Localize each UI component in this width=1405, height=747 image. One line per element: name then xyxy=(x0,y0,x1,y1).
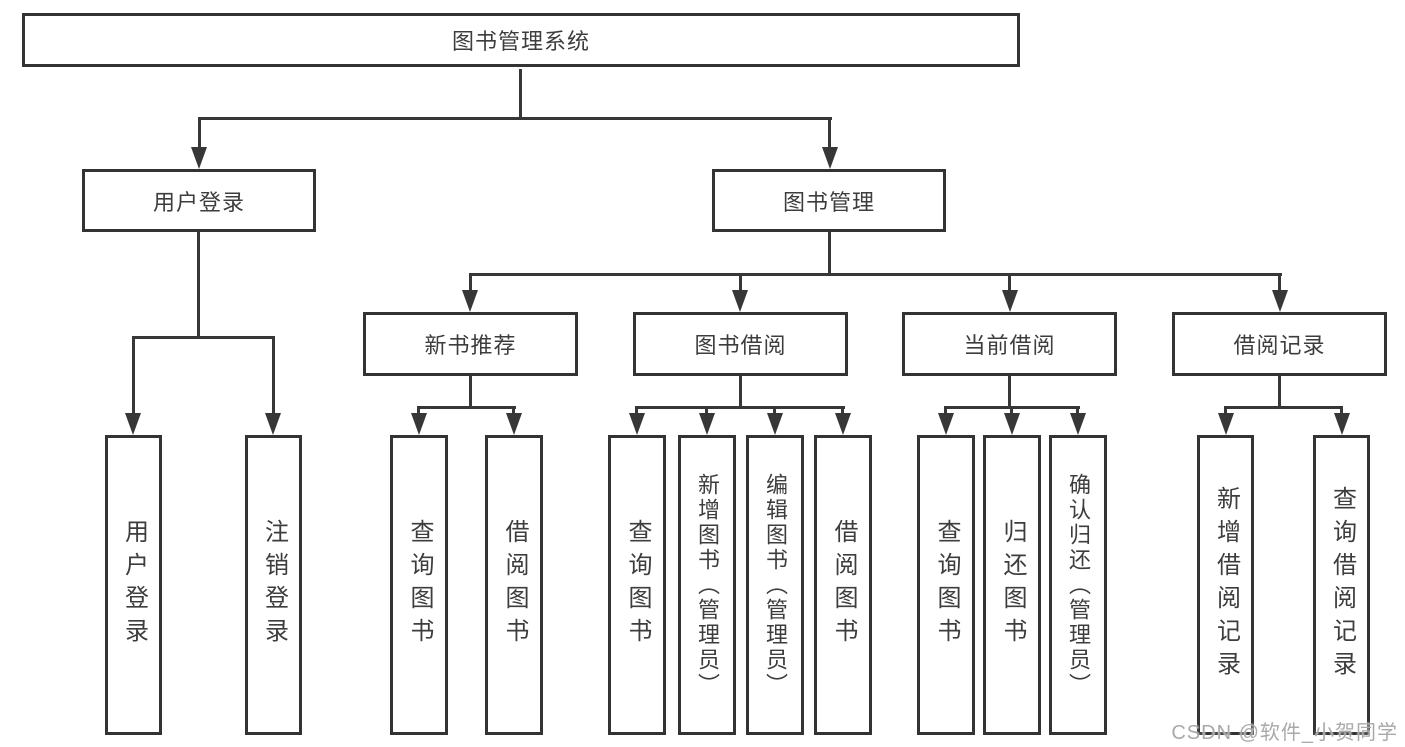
leaf-borrow-books: 借阅图书 xyxy=(814,435,872,735)
connector-line xyxy=(272,336,275,414)
leaf-query-books: 查询图书 xyxy=(917,435,975,735)
node-current-borrow: 当前借阅 xyxy=(902,312,1117,376)
connector-line xyxy=(1008,376,1011,409)
leaf-query-books: 查询图书 xyxy=(390,435,448,735)
connector-line xyxy=(1008,273,1011,292)
connector-line xyxy=(1224,406,1343,409)
connector-line xyxy=(198,117,201,149)
arrow-down-icon xyxy=(1272,290,1288,312)
node-label: 图书管理 xyxy=(782,189,875,215)
leaf-return-books: 归还图书 xyxy=(983,435,1041,735)
node-label: 查询借阅记录 xyxy=(1328,486,1356,684)
connector-line xyxy=(739,273,742,292)
csdn-watermark: CSDN @软件_小贺同学 xyxy=(1171,722,1398,744)
connector-line xyxy=(636,406,845,409)
node-label: 查询图书 xyxy=(406,519,433,651)
node-label: 注销登录 xyxy=(260,519,288,651)
leaf-logout: 注销登录 xyxy=(245,435,302,735)
connector-line xyxy=(705,406,708,415)
connector-line xyxy=(1224,406,1227,415)
node-label: 编辑图书（管理员） xyxy=(763,472,788,698)
connector-line xyxy=(417,406,420,415)
leaf-confirm-return-admin: 确认归还（管理员） xyxy=(1049,435,1107,735)
node-label: 查询图书 xyxy=(933,519,960,651)
leaf-borrow-books: 借阅图书 xyxy=(485,435,543,735)
arrow-down-icon xyxy=(125,413,141,435)
node-library-system: 图书管理系统 xyxy=(22,13,1020,67)
node-book-management: 图书管理 xyxy=(712,169,946,232)
connector-line xyxy=(1278,376,1281,409)
node-label: 图书管理系统 xyxy=(451,29,590,54)
arrow-down-icon xyxy=(191,147,207,169)
connector-line xyxy=(512,406,515,415)
connector-line xyxy=(198,117,832,120)
connector-line xyxy=(828,232,831,276)
node-label: 确认归还（管理员） xyxy=(1066,472,1091,698)
connector-line xyxy=(469,273,472,292)
node-borrow-records: 借阅记录 xyxy=(1172,312,1387,376)
connector-line xyxy=(739,376,742,409)
connector-line xyxy=(132,336,135,414)
node-label: 新增图书（管理员） xyxy=(695,472,720,698)
leaf-edit-books-admin: 编辑图书（管理员） xyxy=(746,435,804,735)
connector-line xyxy=(1278,273,1281,292)
node-user-login: 用户登录 xyxy=(82,169,316,232)
node-label: 用户登录 xyxy=(120,519,148,651)
arrow-down-icon xyxy=(732,290,748,312)
arrow-down-icon xyxy=(411,413,427,435)
node-label: 图书借阅 xyxy=(694,333,787,358)
arrow-down-icon xyxy=(629,413,645,435)
arrow-down-icon xyxy=(1004,413,1020,435)
arrow-down-icon xyxy=(265,413,281,435)
node-book-borrow: 图书借阅 xyxy=(633,312,848,376)
arrow-down-icon xyxy=(822,147,838,169)
connector-line xyxy=(1340,406,1343,415)
arrow-down-icon xyxy=(699,413,715,435)
arrow-down-icon xyxy=(1218,413,1234,435)
node-label: 查询图书 xyxy=(624,519,651,651)
arrow-down-icon xyxy=(938,413,954,435)
node-label: 借阅图书 xyxy=(830,519,857,651)
leaf-query-books: 查询图书 xyxy=(608,435,666,735)
arrow-down-icon xyxy=(1002,290,1018,312)
node-label: 借阅记录 xyxy=(1233,333,1326,358)
connector-line xyxy=(519,69,522,120)
node-label: 借阅图书 xyxy=(501,519,528,651)
arrow-down-icon xyxy=(767,413,783,435)
connector-line xyxy=(828,117,831,149)
node-label: 新书推荐 xyxy=(424,333,517,358)
connector-line xyxy=(197,232,200,339)
leaf-add-borrow-record: 新增借阅记录 xyxy=(1197,435,1254,735)
arrow-down-icon xyxy=(835,413,851,435)
leaf-query-borrow-record: 查询借阅记录 xyxy=(1313,435,1370,735)
connector-line xyxy=(469,376,472,409)
connector-line xyxy=(469,273,1282,276)
node-label: 当前借阅 xyxy=(963,333,1056,358)
connector-line xyxy=(1010,406,1013,415)
arrow-down-icon xyxy=(1334,413,1350,435)
node-label: 用户登录 xyxy=(152,189,245,215)
connector-line xyxy=(841,406,844,415)
connector-line xyxy=(132,336,275,339)
connector-line xyxy=(1076,406,1079,415)
connector-line xyxy=(635,406,638,415)
connector-line xyxy=(418,406,516,409)
arrow-down-icon xyxy=(506,413,522,435)
node-new-book-recommend: 新书推荐 xyxy=(363,312,578,376)
connector-line xyxy=(944,406,947,415)
connector-line xyxy=(773,406,776,415)
node-label: 归还图书 xyxy=(999,519,1026,651)
arrow-down-icon xyxy=(462,290,478,312)
leaf-user-login: 用户登录 xyxy=(105,435,162,735)
arrow-down-icon xyxy=(1070,413,1086,435)
node-label: 新增借阅记录 xyxy=(1212,486,1240,684)
leaf-add-books-admin: 新增图书（管理员） xyxy=(678,435,736,735)
